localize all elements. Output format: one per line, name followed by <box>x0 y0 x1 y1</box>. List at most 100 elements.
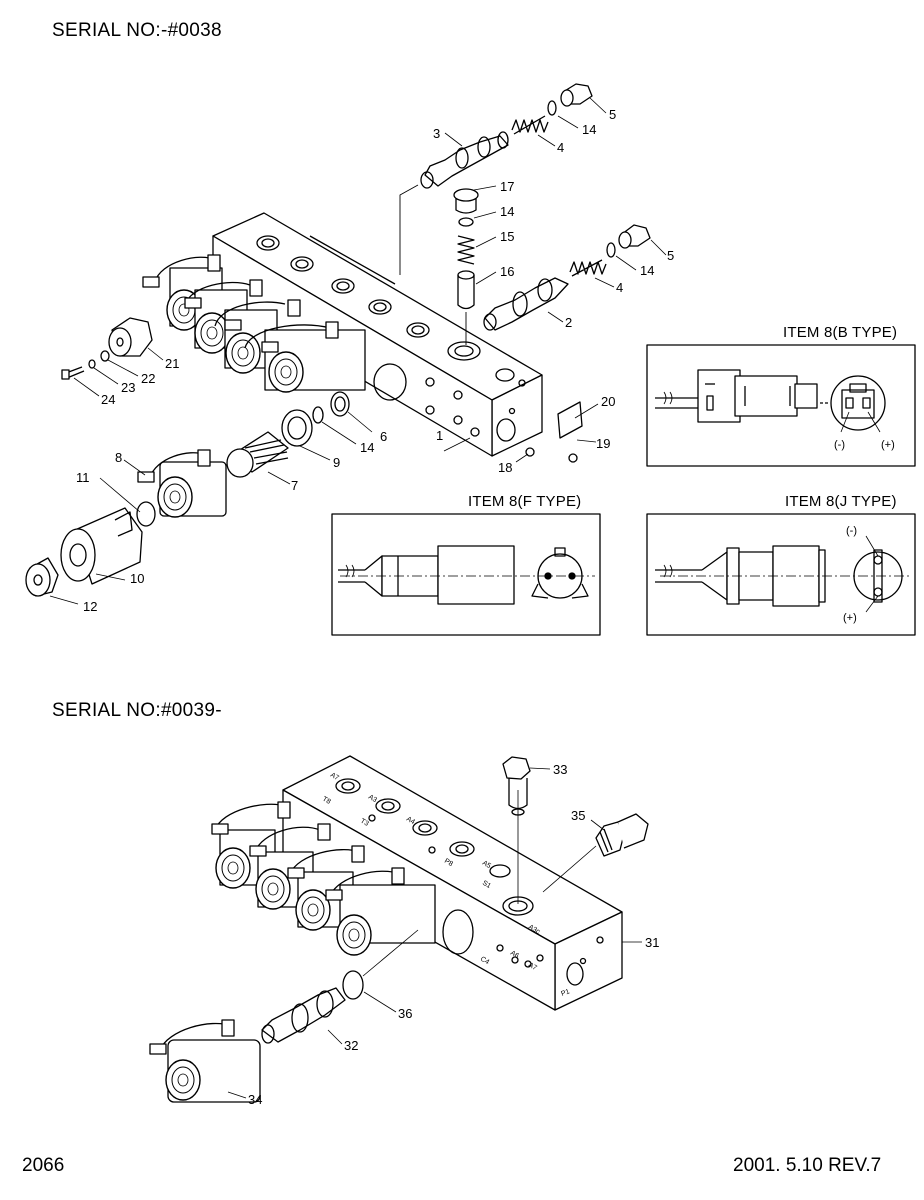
callout-33: 33 <box>553 762 567 777</box>
callout-4b: 4 <box>616 280 623 295</box>
washer-23 <box>88 359 96 369</box>
svg-text:T8: T8 <box>321 796 332 806</box>
callout-14c: 14 <box>640 263 654 278</box>
callout-leaders-bottom <box>227 767 642 1099</box>
serial-range-top: SERIAL NO:-#0038 <box>52 20 222 41</box>
spool-3 <box>420 131 509 189</box>
washer-22 <box>100 350 110 362</box>
callout-14d: 14 <box>360 440 374 455</box>
callout-5a: 5 <box>609 107 616 122</box>
nameplate-20 <box>557 401 583 439</box>
b-type-positive: (+) <box>881 439 895 451</box>
callout-19: 19 <box>596 436 610 451</box>
callout-14b: 14 <box>500 204 514 219</box>
callout-32: 32 <box>344 1038 358 1053</box>
o-ring-14-c <box>458 217 474 227</box>
coil-8 <box>137 449 227 518</box>
nut-12 <box>25 557 59 597</box>
callout-22: 22 <box>141 371 155 386</box>
spool-2 <box>483 277 569 331</box>
svg-text:A5: A5 <box>481 860 492 870</box>
polarity-labels: (-) (+) (-) (+) <box>834 439 895 624</box>
detail-title-f-type: ITEM 8(F TYPE) <box>468 493 582 510</box>
serial-range-bottom: SERIAL NO:#0039- <box>52 700 222 721</box>
callout-12: 12 <box>83 599 97 614</box>
spring-4-upper <box>511 115 549 135</box>
callout-17: 17 <box>500 179 514 194</box>
callout-31: 31 <box>645 935 659 950</box>
callout-6: 6 <box>380 429 387 444</box>
sensor-35 <box>595 813 649 857</box>
mounted-solenoids-top <box>142 254 366 393</box>
callout-2: 2 <box>565 315 572 330</box>
detail-box-b-type <box>646 344 916 467</box>
callout-15: 15 <box>500 229 514 244</box>
screw-18 <box>525 447 535 457</box>
callout-23: 23 <box>121 380 135 395</box>
callout-8: 8 <box>115 450 122 465</box>
sleeve-9 <box>281 409 313 447</box>
spring-15 <box>457 235 475 265</box>
svg-text:T3: T3 <box>359 818 370 828</box>
bolt-24 <box>61 366 85 380</box>
detail-title-j-type: ITEM 8(J TYPE) <box>785 493 897 510</box>
callout-7: 7 <box>291 478 298 493</box>
j-type-negative: (-) <box>846 525 857 537</box>
b-type-negative: (-) <box>834 439 845 451</box>
bolt-33 <box>502 756 531 816</box>
callout-34: 34 <box>248 1092 262 1107</box>
callout-1: 1 <box>436 428 443 443</box>
svg-text:P8: P8 <box>443 858 454 868</box>
callout-leaders-top <box>49 97 667 605</box>
callout-9: 9 <box>333 455 340 470</box>
callout-10: 10 <box>130 571 144 586</box>
o-ring-14-b <box>606 242 616 258</box>
callout-14a: 14 <box>582 122 596 137</box>
callout-18: 18 <box>498 460 512 475</box>
callout-numbers-top: 1 2 3 4 4 5 5 6 7 8 9 10 11 12 14 14 14 … <box>76 107 674 614</box>
filter-7 <box>226 431 289 478</box>
svg-text:P1: P1 <box>560 988 571 998</box>
plug-5-upper <box>560 83 593 107</box>
detail-box-f-type <box>331 513 601 636</box>
revision-date: 2001. 5.10 REV.7 <box>733 1155 882 1176</box>
callout-3: 3 <box>433 126 440 141</box>
page-number: 2066 <box>22 1155 65 1176</box>
callout-5b: 5 <box>667 248 674 263</box>
o-ring-36 <box>342 970 364 1000</box>
detail-title-b-type: ITEM 8(B TYPE) <box>783 324 898 341</box>
svg-text:A3: A3 <box>367 794 378 804</box>
callout-20: 20 <box>601 394 615 409</box>
svg-text:A7: A7 <box>329 772 340 782</box>
callout-4a: 4 <box>557 140 564 155</box>
o-ring-11 <box>136 501 156 527</box>
cover-10 <box>60 507 143 585</box>
callout-21: 21 <box>165 356 179 371</box>
plug-5-lower <box>618 224 651 249</box>
callout-16: 16 <box>500 264 514 279</box>
mounted-solenoids-bottom <box>211 801 436 956</box>
spring-4-lower <box>569 259 607 277</box>
callout-numbers-bottom: 31 32 33 34 35 36 <box>248 762 659 1107</box>
callout-24: 24 <box>101 392 115 407</box>
svg-text:A6: A6 <box>509 950 520 960</box>
j-type-positive: (+) <box>843 612 857 624</box>
svg-text:C4: C4 <box>479 956 490 967</box>
o-ring-14-a <box>547 100 557 116</box>
callout-36: 36 <box>398 1006 412 1021</box>
spool-32 <box>261 987 346 1044</box>
seal-6 <box>330 391 350 417</box>
coil-34 <box>149 1019 261 1103</box>
screw-19 <box>568 453 578 463</box>
svg-text:A4: A4 <box>405 816 416 826</box>
svg-text:A7: A7 <box>527 962 538 972</box>
detail-box-j-type <box>646 513 916 636</box>
piston-16 <box>457 270 475 310</box>
callout-35: 35 <box>571 808 585 823</box>
o-ring-14-d <box>312 406 324 424</box>
port-stampings: A7 T8 A3 T3 A4 P8 A5 S1 A3c A6 A7 C4 P1 <box>321 772 571 998</box>
svg-text:S1: S1 <box>481 880 492 890</box>
cap-21 <box>108 317 153 357</box>
plug-17 <box>453 188 479 214</box>
